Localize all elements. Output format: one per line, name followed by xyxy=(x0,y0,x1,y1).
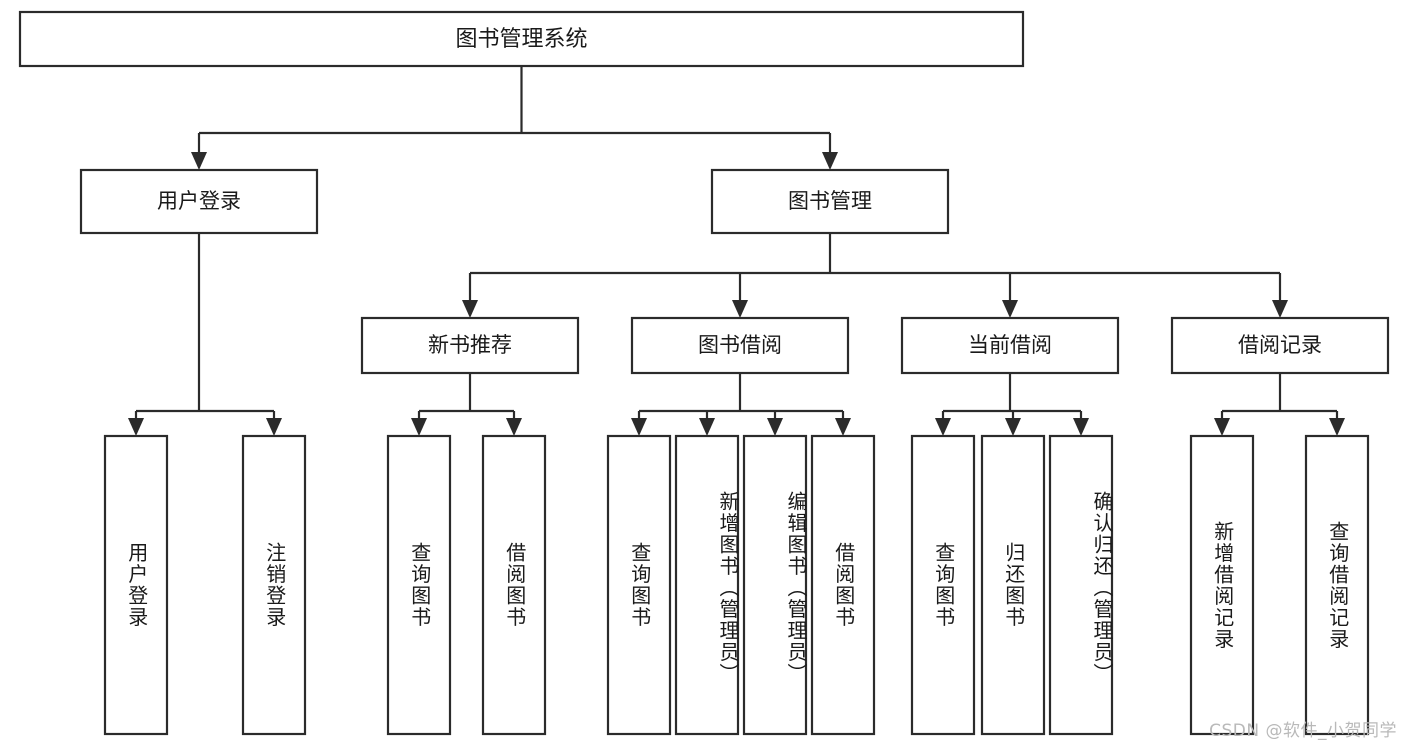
arrowhead-leaf-query-book-2 xyxy=(631,418,647,436)
arrowhead-borrow xyxy=(732,300,748,318)
node-box-login[interactable] xyxy=(79,168,319,235)
arrowhead-newrec xyxy=(462,300,478,318)
node-label-bookmgmt: 图书管理 xyxy=(788,189,872,213)
node-box-leaf-confirm-return[interactable] xyxy=(1048,434,1114,736)
node-box-current[interactable] xyxy=(900,316,1120,375)
node-box-leaf-user-logout[interactable] xyxy=(241,434,307,736)
node-label-root: 图书管理系统 xyxy=(455,27,587,52)
arrowhead-leaf-query-record xyxy=(1329,418,1345,436)
node-box-leaf-query-record[interactable] xyxy=(1304,434,1370,736)
node-box-root[interactable] xyxy=(18,10,1025,68)
arrowhead-leaf-add-book xyxy=(699,418,715,436)
watermark-text: CSDN @软件_小贺同学 xyxy=(1209,721,1397,741)
arrowhead-leaf-borrow-book-1 xyxy=(506,418,522,436)
node-box-leaf-add-record[interactable] xyxy=(1189,434,1255,736)
node-box-leaf-add-book[interactable] xyxy=(674,434,740,736)
connector-layer xyxy=(128,66,1345,436)
arrowhead-leaf-return-book xyxy=(1005,418,1021,436)
node-box-leaf-query-book-2[interactable] xyxy=(606,434,672,736)
arrowhead-leaf-query-book-1 xyxy=(411,418,427,436)
arrowhead-leaf-confirm-return xyxy=(1073,418,1089,436)
node-box-borrow[interactable] xyxy=(630,316,850,375)
arrowhead-login xyxy=(191,152,207,170)
arrowhead-leaf-edit-book xyxy=(767,418,783,436)
arrowhead-leaf-user-logout xyxy=(266,418,282,436)
node-box-newrec[interactable] xyxy=(360,316,580,375)
arrowhead-leaf-query-book-3 xyxy=(935,418,951,436)
node-box-leaf-user-login[interactable] xyxy=(103,434,169,736)
node-label-login: 用户登录 xyxy=(157,189,241,213)
node-box-leaf-query-book-1[interactable] xyxy=(386,434,452,736)
node-box-leaf-edit-book[interactable] xyxy=(742,434,808,736)
node-layer: 图书管理系统 用户登录 图书管理 新书推荐 图书借阅 当前借阅 借阅记录 xyxy=(18,10,1390,736)
arrowhead-bookmgmt xyxy=(822,152,838,170)
node-box-leaf-borrow-book-2[interactable] xyxy=(810,434,876,736)
node-label-current: 当前借阅 xyxy=(968,333,1052,357)
node-box-records[interactable] xyxy=(1170,316,1390,375)
arrowhead-leaf-add-record xyxy=(1214,418,1230,436)
arrowhead-records xyxy=(1272,300,1288,318)
node-box-leaf-return-book[interactable] xyxy=(980,434,1046,736)
node-label-records: 借阅记录 xyxy=(1238,333,1322,357)
node-label-borrow: 图书借阅 xyxy=(698,333,782,357)
node-box-bookmgmt[interactable] xyxy=(710,168,950,235)
arrowhead-leaf-borrow-book-2 xyxy=(835,418,851,436)
arrowhead-leaf-user-login xyxy=(128,418,144,436)
node-label-newrec: 新书推荐 xyxy=(428,333,512,357)
arrowhead-current xyxy=(1002,300,1018,318)
node-box-leaf-borrow-book-1[interactable] xyxy=(481,434,547,736)
node-box-leaf-query-book-3[interactable] xyxy=(910,434,976,736)
